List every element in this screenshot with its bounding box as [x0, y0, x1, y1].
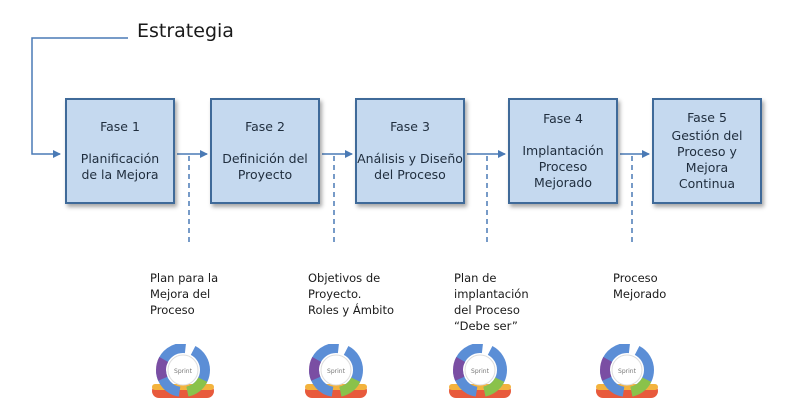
sprint-label: Sprint: [327, 368, 346, 375]
strategy-connector: [31, 37, 128, 158]
strategy-title: Estrategia: [137, 20, 234, 42]
sprint-cycle-icon: Sprint: [596, 344, 658, 398]
sprint-cycle-icon: Sprint: [152, 344, 214, 398]
sprint-label: Sprint: [174, 368, 193, 375]
phase-name: Fase 5: [687, 110, 727, 125]
phase-box-4: Fase 4 Implantación Proceso Mejorado: [508, 98, 618, 204]
deliverable-3: Plan de implantación del Proceso “Debe s…: [454, 271, 529, 333]
deliverable-1: Plan para la Mejora del Proceso: [150, 271, 219, 317]
sprint-label: Sprint: [471, 368, 490, 375]
phase-box-1: Fase 1 Planificación de la Mejora: [65, 98, 175, 204]
phase-description: Análisis y Diseño del Proceso: [357, 151, 463, 182]
sprint-cycle-icon: Sprint: [305, 344, 367, 398]
phase-box-2: Fase 2 Definición del Proyecto: [210, 98, 320, 204]
phase-box-5: Fase 5 Gestión del Proceso y Mejora Cont…: [652, 98, 762, 204]
sprint-label: Sprint: [618, 368, 637, 375]
phase-name: Fase 2: [245, 119, 285, 134]
phase-description: Definición del Proyecto: [222, 151, 308, 182]
phase-name: Fase 1: [100, 119, 140, 134]
deliverable-2: Objetivos de Proyecto. Roles y Ámbito: [308, 271, 394, 317]
phase-name: Fase 3: [390, 119, 430, 134]
sprint-cycle-icon: Sprint: [449, 344, 511, 398]
phase-box-3: Fase 3 Análisis y Diseño del Proceso: [355, 98, 465, 204]
deliverable-4: Proceso Mejorado: [613, 271, 667, 301]
phase-name: Fase 4: [543, 111, 583, 126]
phase-description: Planificación de la Mejora: [80, 151, 160, 182]
phase-description: Implantación Proceso Mejorado: [522, 143, 604, 190]
phase-description: Gestión del Proceso y Mejora Continua: [671, 128, 743, 191]
